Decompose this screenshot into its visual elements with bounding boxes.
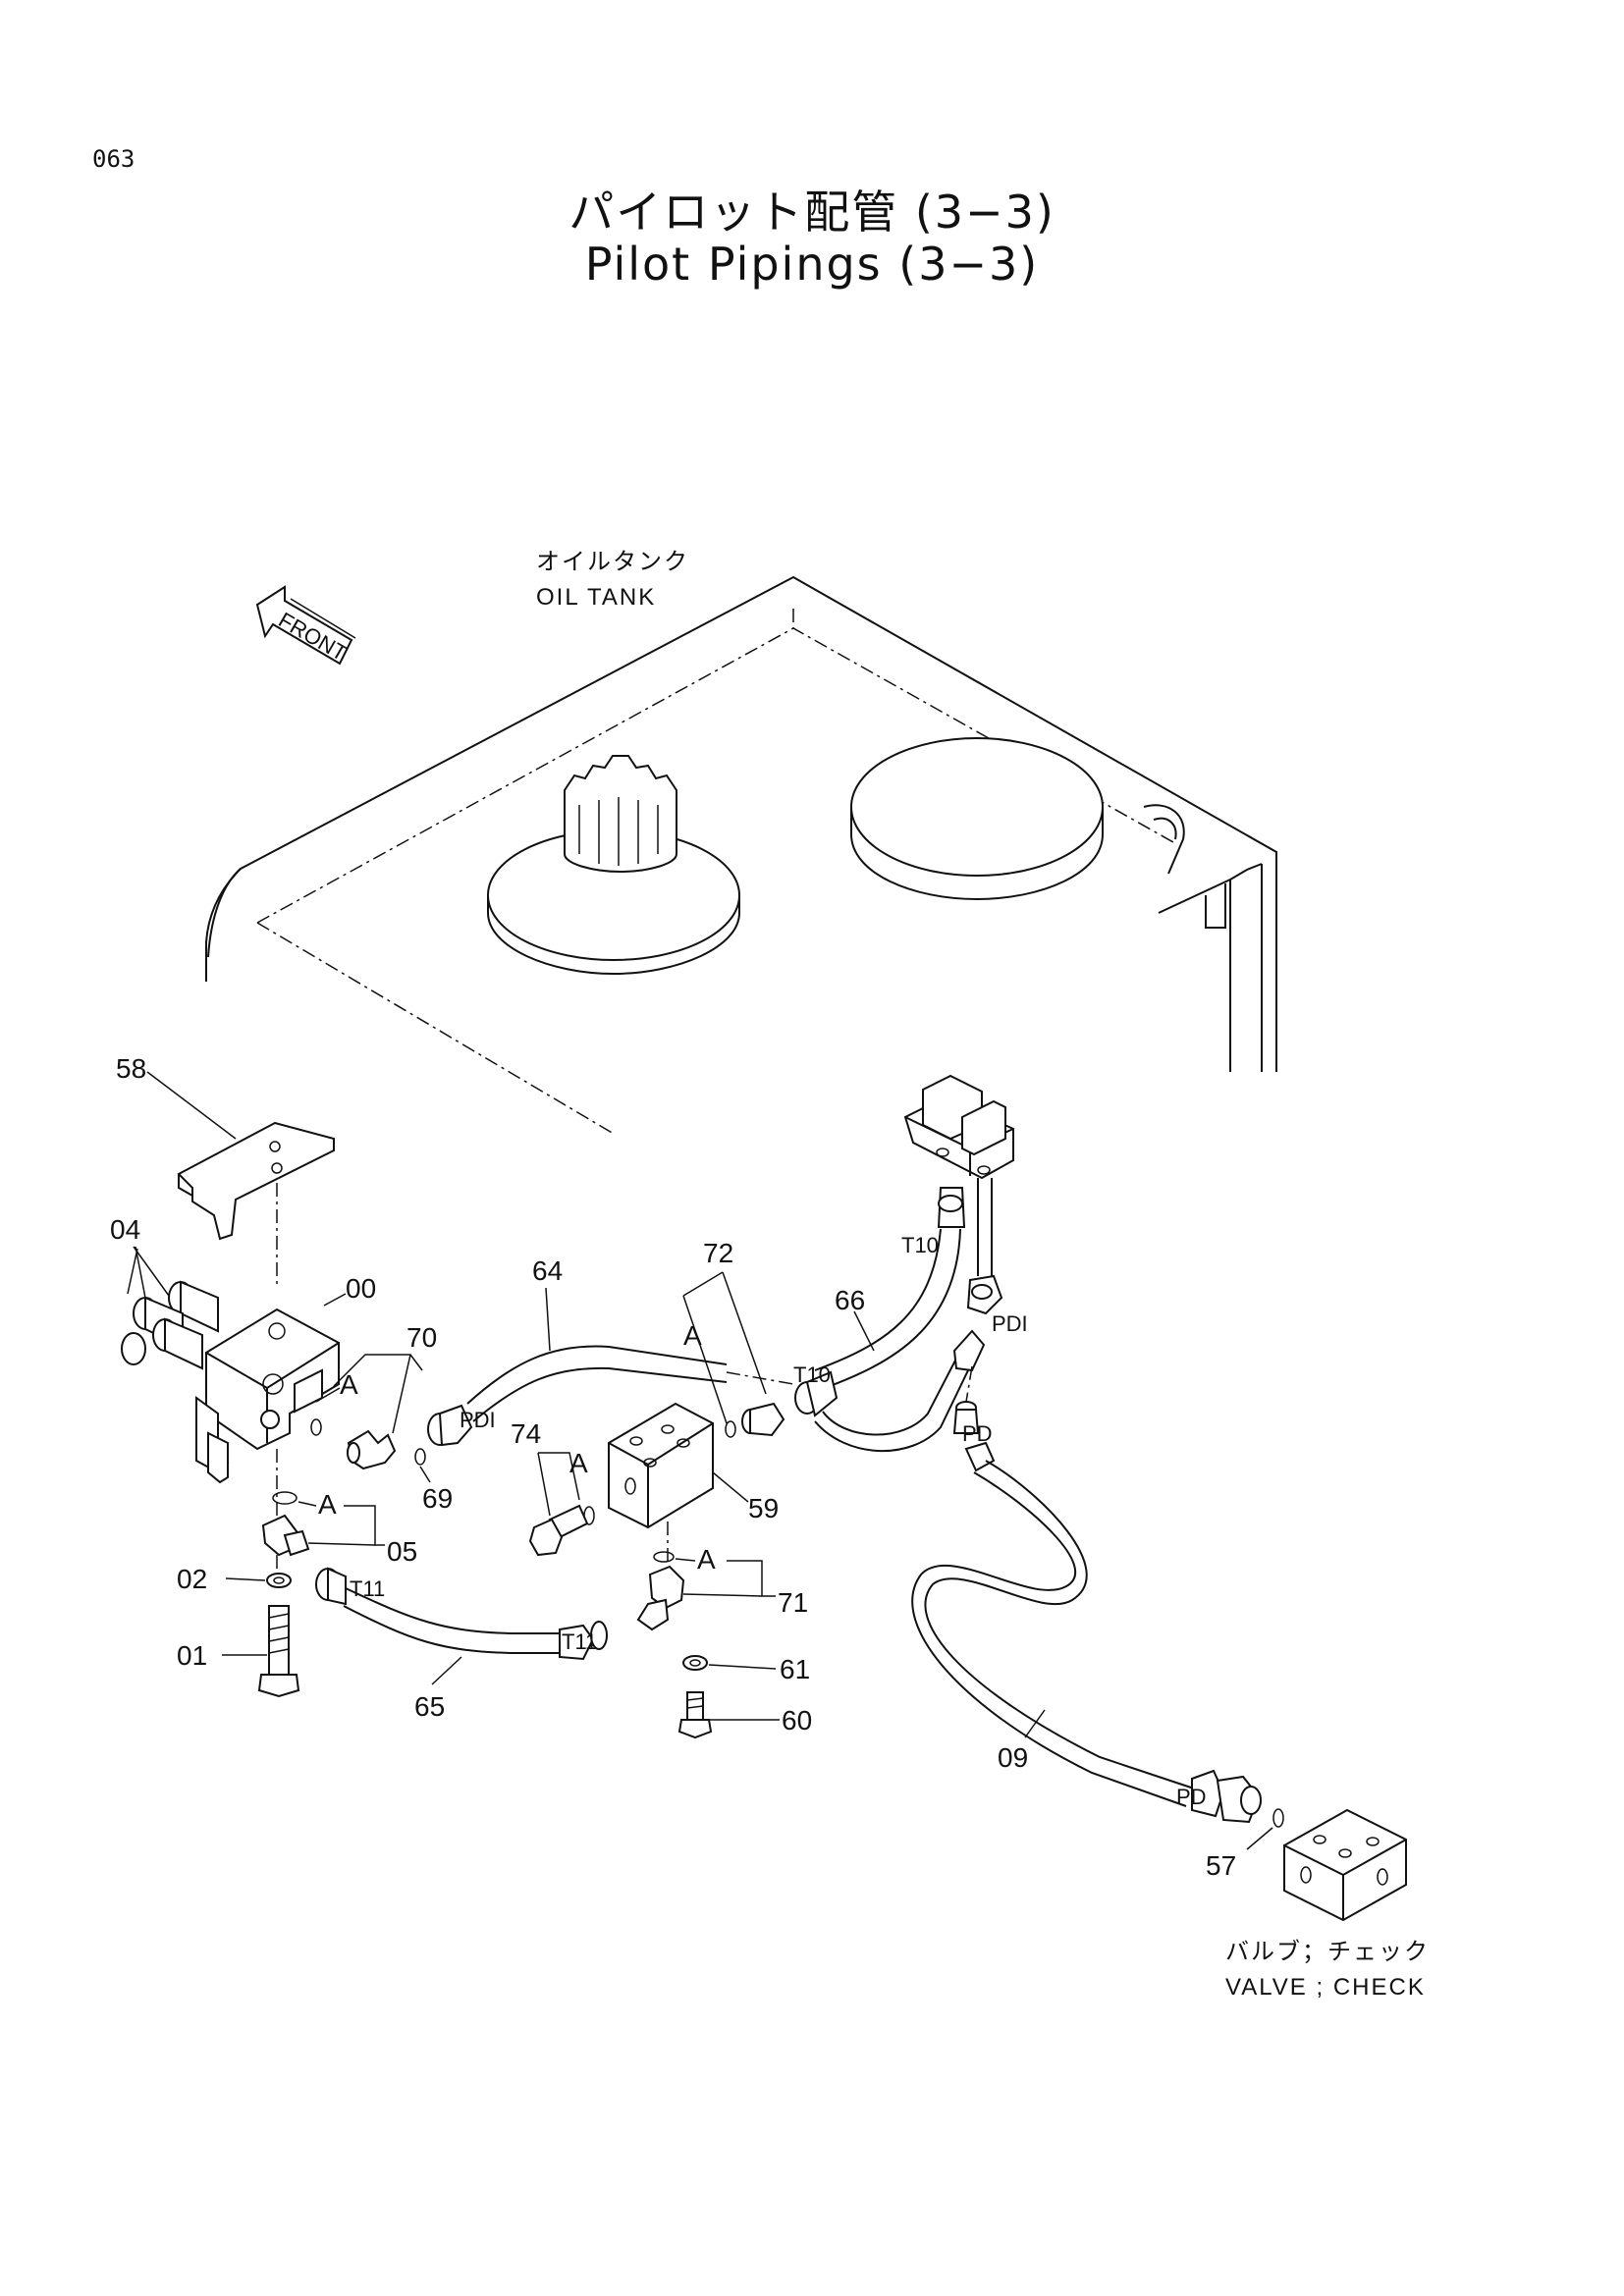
part-label-05: 05 (387, 1536, 417, 1567)
part-label-00: 00 (346, 1273, 376, 1304)
oil-tank-caption-en: OIL TANK (536, 584, 656, 611)
front-arrow-icon: FRONT (255, 585, 356, 667)
check-valve: 57 バルブ；チェック VALVE ; CHECK (1206, 1808, 1430, 2001)
port-label-pd-bottom: PD (1176, 1785, 1207, 1809)
port-label-a3: A (683, 1320, 702, 1351)
port-label-t11-right: T11 (562, 1629, 597, 1654)
port-label-t10-mid: T10 (793, 1362, 831, 1387)
fitting-05: A 05 (261, 1489, 417, 1567)
part-label-59: 59 (748, 1493, 779, 1523)
port-label-pd1-left: PDI (460, 1408, 496, 1432)
callout-70: A 70 69 (310, 1322, 453, 1514)
port-label-pd1-top: PDI (992, 1311, 1028, 1336)
bolt-60: 60 (677, 1691, 812, 1739)
hose-66: T10 T10 66 (793, 1187, 969, 1453)
page-number: 063 (92, 145, 135, 173)
hose-64: PDI 64 (427, 1255, 794, 1447)
part-label-02: 02 (177, 1564, 207, 1594)
part-label-72: 72 (703, 1238, 733, 1268)
valve-block-00: 04 00 (110, 1214, 376, 1484)
bracket-58: 58 (116, 1053, 335, 1241)
port-label-a4: A (569, 1448, 588, 1478)
port-label-a5: A (697, 1544, 716, 1575)
hose-09: 09 PD (911, 1441, 1262, 1824)
bolt-01: 01 (177, 1605, 300, 1698)
check-valve-caption-jp: バルブ；チェック (1225, 1939, 1430, 1965)
port-label-pd-mid: PD (962, 1421, 993, 1446)
port-label-a1: A (340, 1369, 358, 1400)
part-label-01: 01 (177, 1640, 207, 1671)
oil-tank (205, 575, 1277, 1135)
hose-65: T11 T11 65 (315, 1567, 608, 1722)
title-english: Pilot Pipings (3−3) (584, 238, 1040, 291)
part-label-09: 09 (998, 1742, 1028, 1773)
part-label-74: 74 (511, 1418, 541, 1449)
pressure-switch (903, 1074, 1014, 1180)
bolt-74: 74 A (511, 1418, 595, 1557)
fitting-pd1: PDI PD (952, 1178, 1028, 1446)
part-label-04: 04 (110, 1214, 140, 1245)
fitting-71: A 71 (636, 1544, 808, 1631)
washer-02: 02 (177, 1564, 292, 1594)
part-label-66: 66 (835, 1285, 865, 1315)
front-label: FRONT (275, 608, 352, 667)
part-label-69: 69 (422, 1483, 453, 1514)
oil-tank-caption-jp: オイルタンク (536, 549, 689, 575)
block-59: 59 (608, 1402, 779, 1529)
part-label-61: 61 (780, 1654, 810, 1684)
part-label-60: 60 (782, 1705, 812, 1735)
washer-61: 61 (682, 1654, 810, 1684)
fitting-72: 72 A (682, 1238, 785, 1438)
part-label-64: 64 (532, 1255, 563, 1286)
port-label-t10-top: T10 (901, 1233, 939, 1257)
port-label-t11-left: T11 (350, 1576, 385, 1601)
check-valve-caption-en: VALVE ; CHECK (1225, 1974, 1426, 2001)
part-label-58: 58 (116, 1053, 146, 1084)
title-japanese: パイロット配管 (3−3) (568, 186, 1056, 239)
part-label-70: 70 (406, 1322, 437, 1353)
part-label-71: 71 (778, 1587, 808, 1618)
part-label-57: 57 (1206, 1850, 1236, 1881)
part-label-65: 65 (414, 1691, 445, 1722)
port-label-a2: A (318, 1489, 337, 1520)
